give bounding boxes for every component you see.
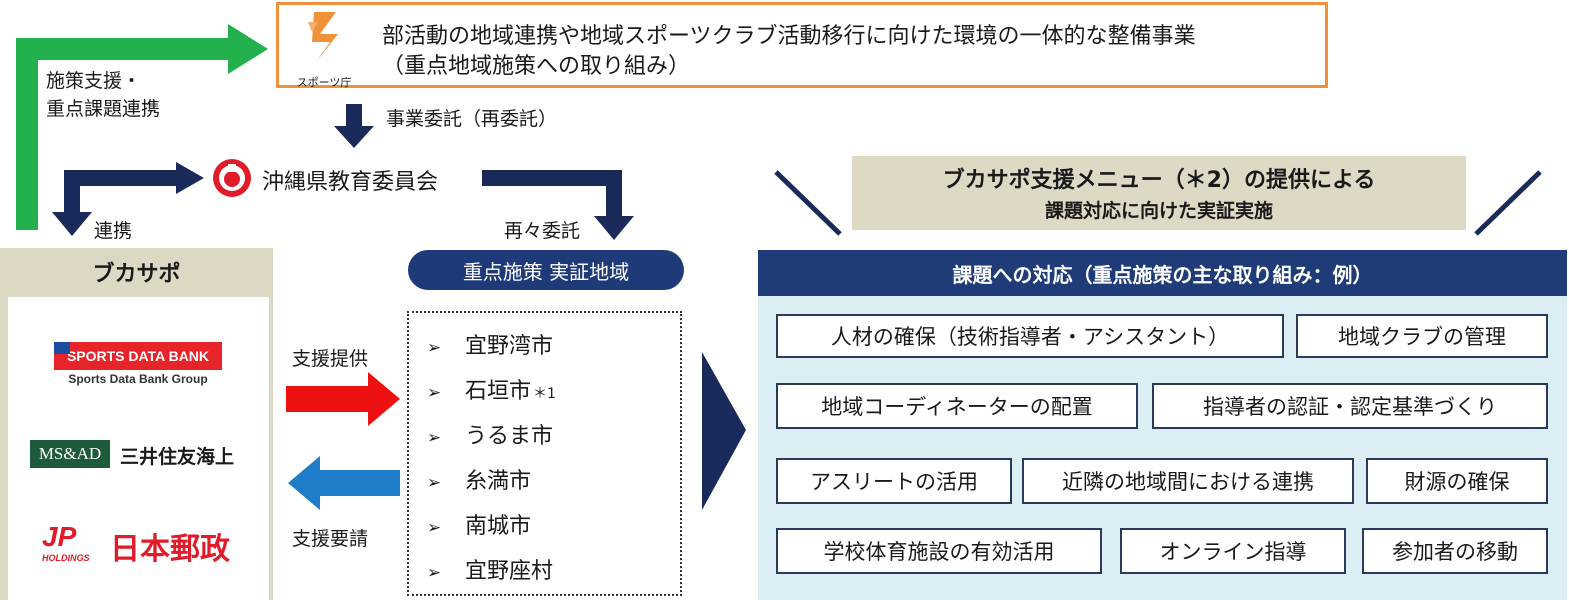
bullet-arrow-icon: ➢ bbox=[427, 338, 442, 358]
sdb-title: SPORTS DATA BANK bbox=[66, 348, 210, 364]
japan-post-name: 日本郵政 bbox=[110, 532, 230, 567]
bullet-arrow-icon: ➢ bbox=[427, 563, 442, 583]
jp-mark: JP bbox=[42, 521, 77, 552]
resaitaku-label: 再々委託 bbox=[504, 220, 581, 242]
task-item: 学校体育施設の有効活用 bbox=[776, 528, 1102, 574]
support-offer-arrow bbox=[286, 372, 400, 426]
menu-right-slash bbox=[1474, 170, 1542, 236]
task-item: 地域クラブの管理 bbox=[1296, 314, 1548, 358]
task-item: 財源の確保 bbox=[1366, 458, 1548, 504]
city-item: ➢ 石垣市＊1 bbox=[427, 373, 556, 405]
task-item: 参加者の移動 bbox=[1362, 528, 1548, 574]
sports-data-bank-logo: SPORTS DATA BANK bbox=[54, 342, 222, 370]
city-name: 南城市 bbox=[465, 514, 532, 539]
project-box bbox=[276, 2, 1328, 88]
city-name: 宜野座村 bbox=[465, 559, 554, 584]
policy-support-label: 施策支援・ bbox=[46, 70, 142, 92]
task-header: 課題への対応（重点施策の主な取り組み：例） bbox=[758, 250, 1567, 296]
project-title-line1: 部活動の地域連携や地域スポーツクラブ活動移行に向けた環境の一体的な整備事業 bbox=[382, 24, 1196, 49]
city-item: ➢ うるま市 bbox=[427, 418, 555, 450]
okinawa-emblem-icon bbox=[212, 158, 252, 198]
bullet-arrow-icon: ➢ bbox=[427, 518, 442, 538]
board-of-education-label: 沖縄県教育委員会 bbox=[262, 170, 439, 195]
city-name: 糸満市 bbox=[465, 469, 532, 494]
support-menu-subtitle: 課題対応に向けた実証実施 bbox=[1044, 200, 1273, 222]
support-menu-box bbox=[852, 156, 1466, 230]
msad-company-name: 三井住友海上 bbox=[120, 446, 235, 468]
task-item: 人材の確保（技術指導者・アシスタント） bbox=[776, 314, 1284, 358]
renkei-arrow bbox=[52, 162, 204, 236]
project-title-line2: （重点地域施策への取り組み） bbox=[382, 54, 691, 79]
bullet-arrow-icon: ➢ bbox=[427, 473, 442, 493]
flow-chevron bbox=[702, 352, 746, 510]
bullet-arrow-icon: ➢ bbox=[427, 383, 442, 403]
msad-badge: MS&AD bbox=[30, 440, 110, 468]
support-menu-title: ブカサポ支援メニュー（＊2）の提供による bbox=[942, 168, 1376, 193]
bullet-arrow-icon: ➢ bbox=[427, 428, 442, 448]
jp-holdings-label: HOLDINGS bbox=[42, 553, 90, 563]
city-item: ➢ 糸満市 bbox=[427, 463, 533, 495]
task-item: オンライン指導 bbox=[1120, 528, 1346, 574]
task-item: アスリートの活用 bbox=[776, 458, 1012, 504]
support-request-arrow bbox=[288, 456, 400, 510]
support-offer-label: 支援提供 bbox=[292, 348, 369, 370]
bukasapo-title: ブカサポ bbox=[92, 262, 181, 287]
sdb-flag-icon bbox=[54, 342, 70, 354]
city-item: ➢ 宜野湾市 bbox=[427, 328, 555, 360]
task-item: 近隣の地域間における連携 bbox=[1022, 458, 1354, 504]
commission-label: 事業委託（再委託） bbox=[386, 108, 558, 130]
task-item: 地域コーディネーターの配置 bbox=[776, 383, 1138, 429]
city-note: ＊1 bbox=[533, 386, 556, 402]
renkei-label: 連携 bbox=[94, 220, 133, 242]
city-item: ➢ 宜野座村 bbox=[427, 553, 555, 585]
city-name: うるま市 bbox=[465, 424, 554, 449]
support-request-label: 支援要請 bbox=[292, 528, 369, 550]
sports-agency-logo: スポーツ庁 bbox=[290, 8, 358, 89]
city-list: ➢ 宜野湾市 ➢ 石垣市＊1 ➢ うるま市 ➢ 糸満市 ➢ 南城市 ➢ 宜野座村 bbox=[407, 311, 682, 596]
sports-agency-emblem-icon bbox=[308, 12, 338, 62]
resaitaku-arrow bbox=[482, 170, 634, 240]
task-item: 指導者の認証・認定基準づくり bbox=[1152, 383, 1548, 429]
priority-issue-label: 重点課題連携 bbox=[46, 98, 161, 120]
commission-down-arrow bbox=[334, 104, 374, 148]
green-connector-arrow bbox=[16, 24, 268, 230]
city-name: 宜野湾市 bbox=[465, 334, 554, 359]
city-item: ➢ 南城市 bbox=[427, 508, 533, 540]
menu-left-slash bbox=[774, 170, 842, 236]
region-title-pill: 重点施策 実証地域 bbox=[408, 250, 684, 290]
logo-caption: スポーツ庁 bbox=[296, 76, 352, 89]
sdb-subtitle: Sports Data Bank Group bbox=[68, 372, 208, 386]
city-name: 石垣市 bbox=[465, 379, 532, 404]
